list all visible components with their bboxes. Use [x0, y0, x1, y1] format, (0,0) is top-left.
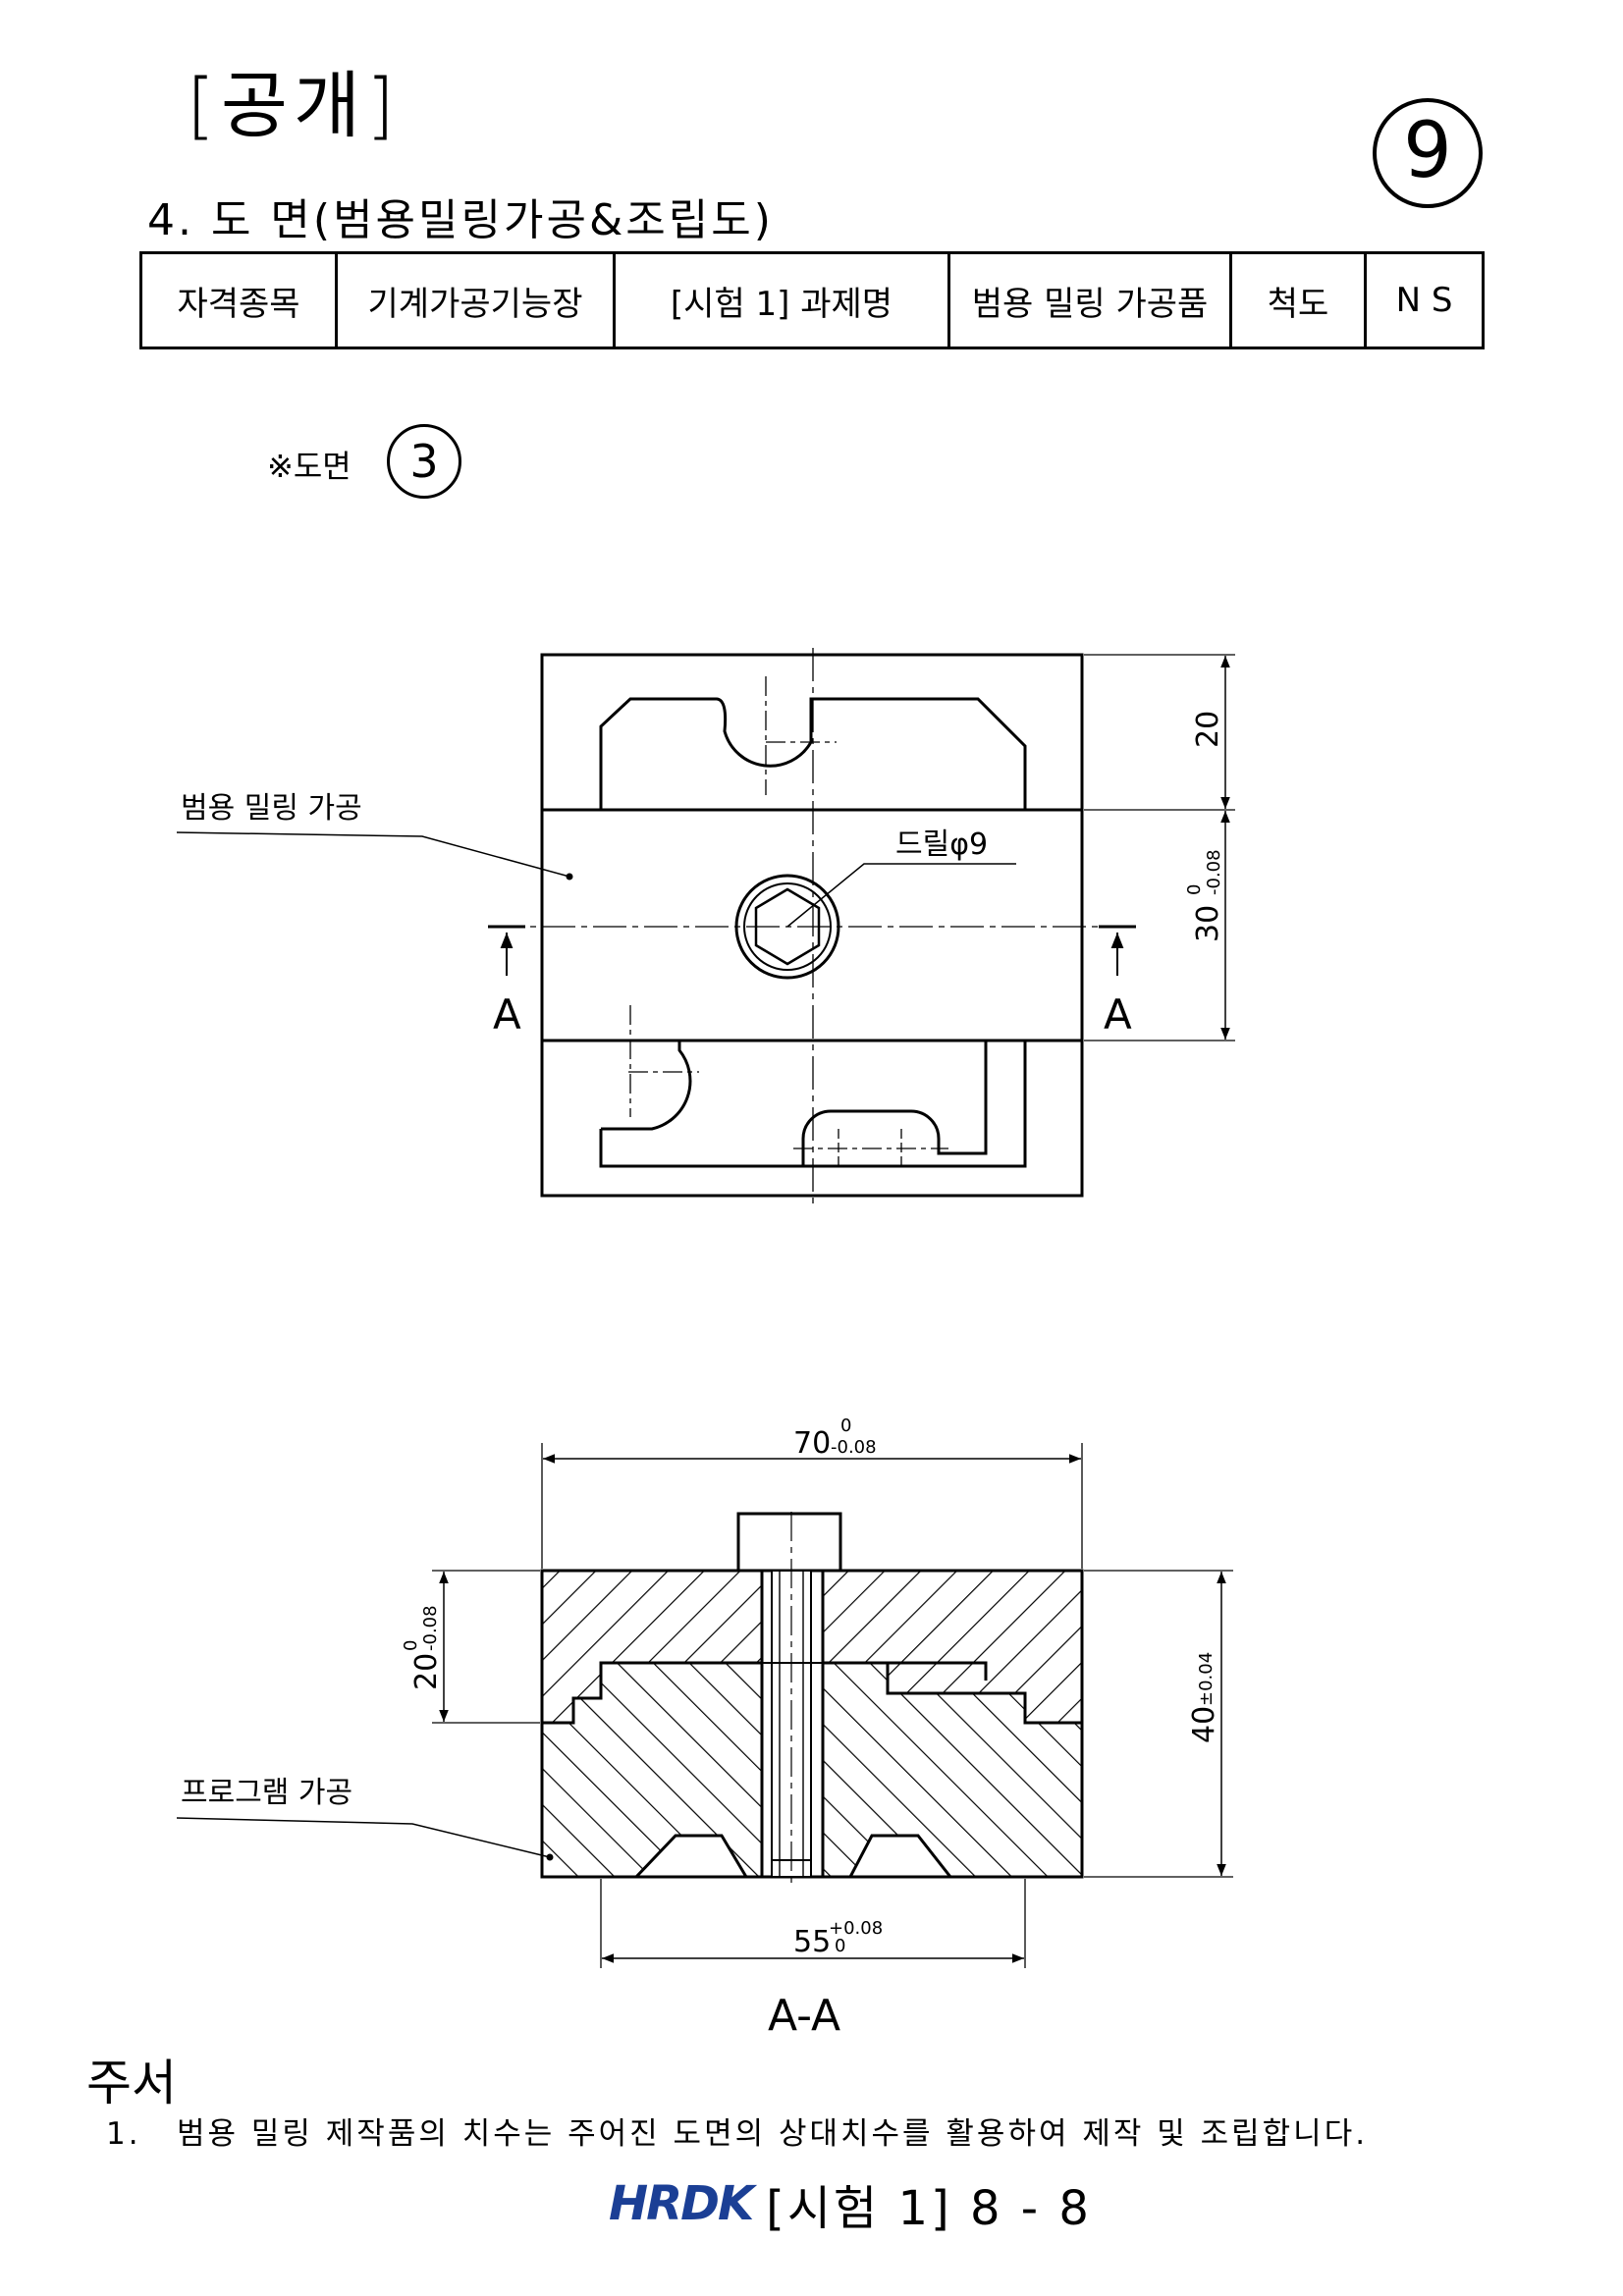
note-number: 1.: [106, 2116, 141, 2152]
dim-70: 70: [793, 1426, 831, 1461]
info-table: 자격종목 기계가공기능장 [시험 1] 과제명 범용 밀링 가공품 척도 N S: [139, 251, 1485, 349]
public-tag: [공개]: [187, 64, 401, 148]
section-leader-label: 프로그램 가공: [181, 1776, 352, 1810]
task-value: 범용 밀링 가공품: [947, 251, 1232, 349]
footer: HRDK [시험 1] 8 - 8: [609, 2169, 1092, 2238]
hrdk-logo: HRDK: [609, 2176, 754, 2231]
dim-70-tol-upper: 0: [840, 1415, 851, 1436]
note-item: 1. 범용 밀링 제작품의 치수는 주어진 도면의 상대치수를 활용하여 제작 및…: [106, 2109, 1368, 2153]
scale-label: 척도: [1229, 251, 1367, 349]
dim-20-section: 20: [409, 1653, 444, 1690]
dim-30: 30: [1191, 905, 1225, 942]
scale-value: N S: [1364, 251, 1485, 349]
qualification-value: 기계가공기능장: [335, 251, 616, 349]
dim-20-tol-lower: -0.08: [420, 1605, 441, 1651]
footer-page-text: [시험 1] 8 - 8: [766, 2181, 1092, 2236]
dim-30-tol-upper: 0: [1184, 884, 1205, 895]
dim-55: 55: [793, 1925, 831, 1959]
page-circle-number: 9: [1373, 98, 1483, 208]
notes-title: 주서: [86, 2055, 177, 2111]
section-marker-right: A: [1104, 990, 1132, 1039]
top-view: [176, 648, 1235, 1207]
dim-55-tol-lower: 0: [835, 1936, 845, 1956]
dim-20-top: 20: [1191, 711, 1225, 748]
qualification-label: 자격종목: [139, 251, 338, 349]
dim-55-tol-upper: +0.08: [829, 1918, 883, 1939]
dim-70-tol-lower: -0.08: [831, 1437, 877, 1458]
section-marker-left: A: [493, 990, 521, 1039]
dim-40: 40: [1187, 1706, 1221, 1743]
note-text: 범용 밀링 제작품의 치수는 주어진 도면의 상대치수를 활용하여 제작 및 조…: [177, 2116, 1369, 2152]
task-label: [시험 1] 과제명: [613, 251, 950, 349]
section-title: A-A: [768, 1991, 840, 2041]
top-view-leader-label: 범용 밀링 가공: [181, 791, 362, 826]
dim-30-tol-lower: -0.08: [1204, 849, 1224, 895]
dim-20-tol-upper: 0: [401, 1640, 421, 1651]
dim-40-tol: ±0.04: [1196, 1652, 1217, 1706]
drawing-ref-number: 3: [387, 424, 461, 499]
section-view: [176, 1443, 1233, 1968]
drawing-ref-label: ※도면: [267, 448, 352, 485]
section-title: 4. 도 면(범용밀링가공&조립도): [147, 195, 774, 245]
drill-label: 드릴φ9: [895, 828, 988, 862]
